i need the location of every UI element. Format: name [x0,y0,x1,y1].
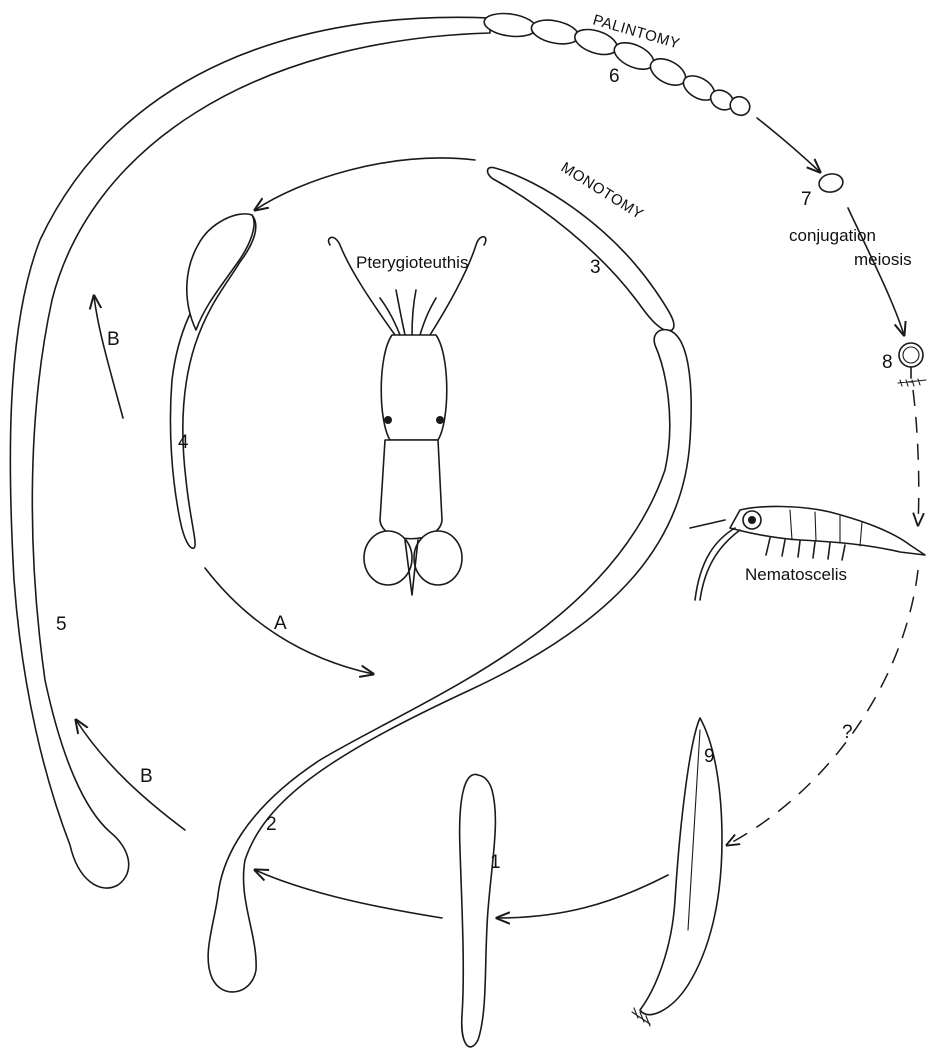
host-label-krill: Nematoscelis [745,565,847,584]
stage-label-9: 9 [704,746,715,767]
stage-label-2: 2 [266,814,277,835]
stage-label-4: 4 [178,432,189,453]
stage-7-cell [818,172,845,194]
process-label-conjugation: conjugation [789,226,876,245]
squid-drawing [329,237,486,595]
stage-label-8: 8 [882,352,893,373]
path-label-b-lower: B [140,766,153,787]
arrow-top-inner [255,158,475,210]
labels: 1 2 3 4 5 6 7 8 9 PALINTOMY MONOTOMY con… [56,12,912,873]
path-label-a: A [274,613,287,634]
arrow-8-to-host [913,390,919,525]
stage-8-cyst [898,343,926,386]
process-label-meiosis: meiosis [854,250,912,269]
host-label-squid: Pterygioteuthis [356,253,468,272]
stage-3-monotomy-body [488,167,675,330]
stage-label-6: 6 [609,66,620,87]
krill-drawing [690,506,925,600]
stage-4-body [170,214,255,548]
arrow-9-to-1 [497,875,668,918]
arrow-1-to-2 [255,870,442,918]
stage-1-body [460,774,496,1046]
path-label-b-upper: B [107,329,120,350]
stage-label-5: 5 [56,614,67,635]
arrow-a [205,568,373,674]
stage-2-body [208,330,691,992]
stage-label-7: 7 [801,189,812,210]
path-label-unknown: ? [842,722,853,743]
stage-label-3: 3 [590,257,601,278]
arrow-6-to-7 [757,118,820,172]
arrow-host-to-9 [727,570,918,845]
stage-label-1: 1 [490,852,501,873]
arrow-b-upper [94,296,123,418]
